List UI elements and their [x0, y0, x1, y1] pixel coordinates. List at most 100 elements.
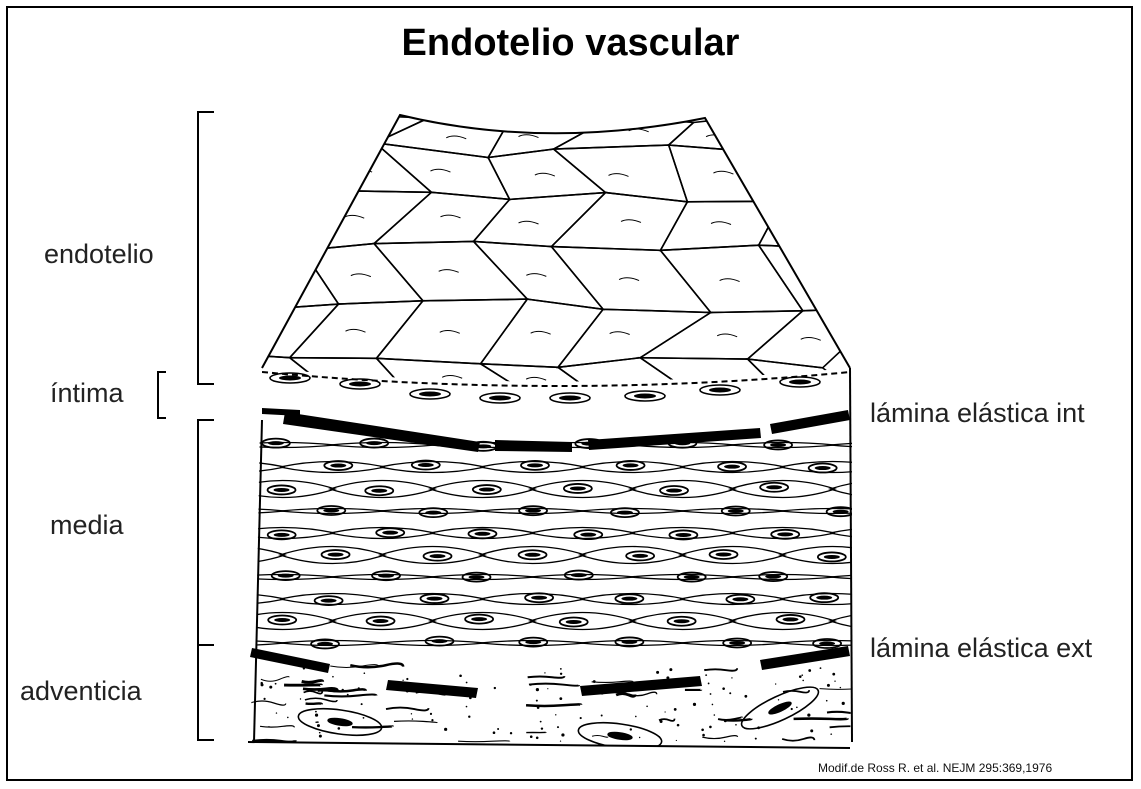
smooth-muscle-cell: [830, 575, 935, 580]
muscle-nucleus: [867, 615, 895, 624]
smooth-muscle-cell: [180, 509, 285, 514]
endothelial-cell: [660, 201, 782, 250]
smooth-muscle-cell: [830, 613, 935, 630]
adventitia-layer: [250, 664, 886, 754]
muscle-nucleus: [810, 593, 838, 602]
label-endotelio: endotelio: [44, 239, 154, 270]
smooth-muscle-cell: [580, 547, 685, 564]
endothelial-cell: [743, 111, 880, 151]
muscle-nucleus: [315, 596, 343, 605]
endothelial-cell: [748, 307, 888, 368]
layer-brackets: [158, 112, 214, 740]
intima-nucleus: [410, 389, 450, 399]
intima-nucleus: [550, 393, 590, 403]
endothelial-cell: [474, 193, 606, 247]
smooth-muscle-cell: [530, 613, 635, 630]
smooth-muscle-cell: [180, 462, 285, 473]
label-lamina-elastica-ext: lámina elástica ext: [870, 633, 1092, 664]
muscle-nucleus: [771, 530, 799, 539]
muscle-nucleus: [468, 529, 496, 538]
endothelial-cell: [554, 145, 688, 202]
muscle-nucleus: [722, 506, 750, 515]
muscle-nucleus: [862, 573, 890, 582]
muscle-nucleus: [862, 484, 890, 493]
endothelial-cell: [558, 358, 706, 403]
intima-nucleus: [480, 393, 520, 403]
muscle-nucleus: [626, 551, 654, 560]
muscle-nucleus: [268, 616, 296, 625]
intima-layer: [262, 372, 850, 403]
bracket-media-adventicia: [198, 420, 214, 740]
muscle-nucleus: [564, 484, 592, 493]
label-intima: íntima: [50, 378, 124, 409]
fibroblast: [737, 679, 823, 736]
endothelial-cell: [488, 149, 605, 199]
endothelial-cell: [208, 246, 338, 310]
endothelial-cell: [551, 193, 687, 251]
media-layer: [180, 439, 935, 649]
muscle-nucleus: [777, 615, 805, 624]
muscle-nucleus: [419, 508, 447, 517]
muscle-nucleus: [272, 571, 300, 580]
muscle-nucleus: [322, 550, 350, 559]
muscle-nucleus: [860, 440, 888, 449]
endothelial-cell: [481, 364, 596, 396]
endothelial-cell: [297, 114, 428, 150]
smooth-muscle-cell: [480, 594, 585, 605]
muscle-nucleus: [718, 462, 746, 471]
source-credit: Modif.de Ross R. et al. NEJM 295:369,197…: [818, 761, 1052, 775]
intima-nucleus: [340, 379, 380, 389]
smooth-muscle-cell: [780, 594, 885, 605]
muscle-nucleus: [560, 617, 588, 626]
muscle-nucleus: [216, 637, 244, 646]
intima-nucleus: [625, 391, 665, 401]
muscle-nucleus: [678, 573, 706, 582]
bracket-endotelio: [198, 112, 214, 384]
smooth-muscle-cell: [380, 462, 485, 473]
muscle-nucleus: [525, 593, 553, 602]
smooth-muscle-cell: [730, 575, 835, 580]
muscle-nucleus: [809, 464, 837, 473]
endothelial-cell: [210, 145, 338, 203]
smooth-muscle-cell: [530, 528, 635, 539]
endothelial-cell: [375, 143, 509, 200]
fibroblast: [577, 718, 664, 753]
adventitia-bottom-edge: [248, 742, 850, 748]
muscle-nucleus: [213, 462, 241, 471]
endothelial-cell: [759, 245, 888, 311]
smooth-muscle-cell: [180, 641, 285, 646]
muscle-nucleus: [519, 550, 547, 559]
intima-nucleus: [700, 385, 740, 395]
endothelial-cell: [210, 114, 328, 150]
label-lamina-elastica-int: lámina elástica int: [870, 398, 1085, 429]
muscle-nucleus: [268, 485, 296, 494]
endothelial-cell: [297, 143, 432, 192]
muscle-nucleus: [617, 461, 645, 470]
muscle-nucleus: [660, 486, 688, 495]
smooth-muscle-cell: [680, 547, 785, 564]
smooth-muscle-cell: [830, 528, 935, 539]
endothelium-layer: [207, 111, 888, 406]
muscle-nucleus: [324, 461, 352, 470]
muscle-nucleus: [726, 595, 754, 604]
muscle-nucleus: [376, 528, 404, 537]
smooth-muscle-cell: [280, 641, 385, 646]
muscle-nucleus: [465, 615, 493, 624]
smooth-muscle-cell: [780, 509, 885, 514]
endothelial-cell: [640, 311, 803, 359]
muscle-nucleus: [372, 571, 400, 580]
endothelial-cell: [303, 191, 432, 251]
muscle-nucleus: [209, 507, 237, 516]
endothelial-cell: [743, 146, 880, 201]
muscle-nucleus: [213, 595, 241, 604]
muscle-nucleus: [420, 594, 448, 603]
endothelial-cell: [207, 352, 343, 406]
label-media: media: [50, 510, 124, 541]
muscle-nucleus: [521, 461, 549, 470]
endothelial-cell: [208, 191, 338, 251]
muscle-nucleus: [473, 485, 501, 494]
label-adventicia: adventicia: [20, 676, 142, 707]
muscle-nucleus: [367, 617, 395, 626]
endothelial-cell: [374, 192, 510, 243]
